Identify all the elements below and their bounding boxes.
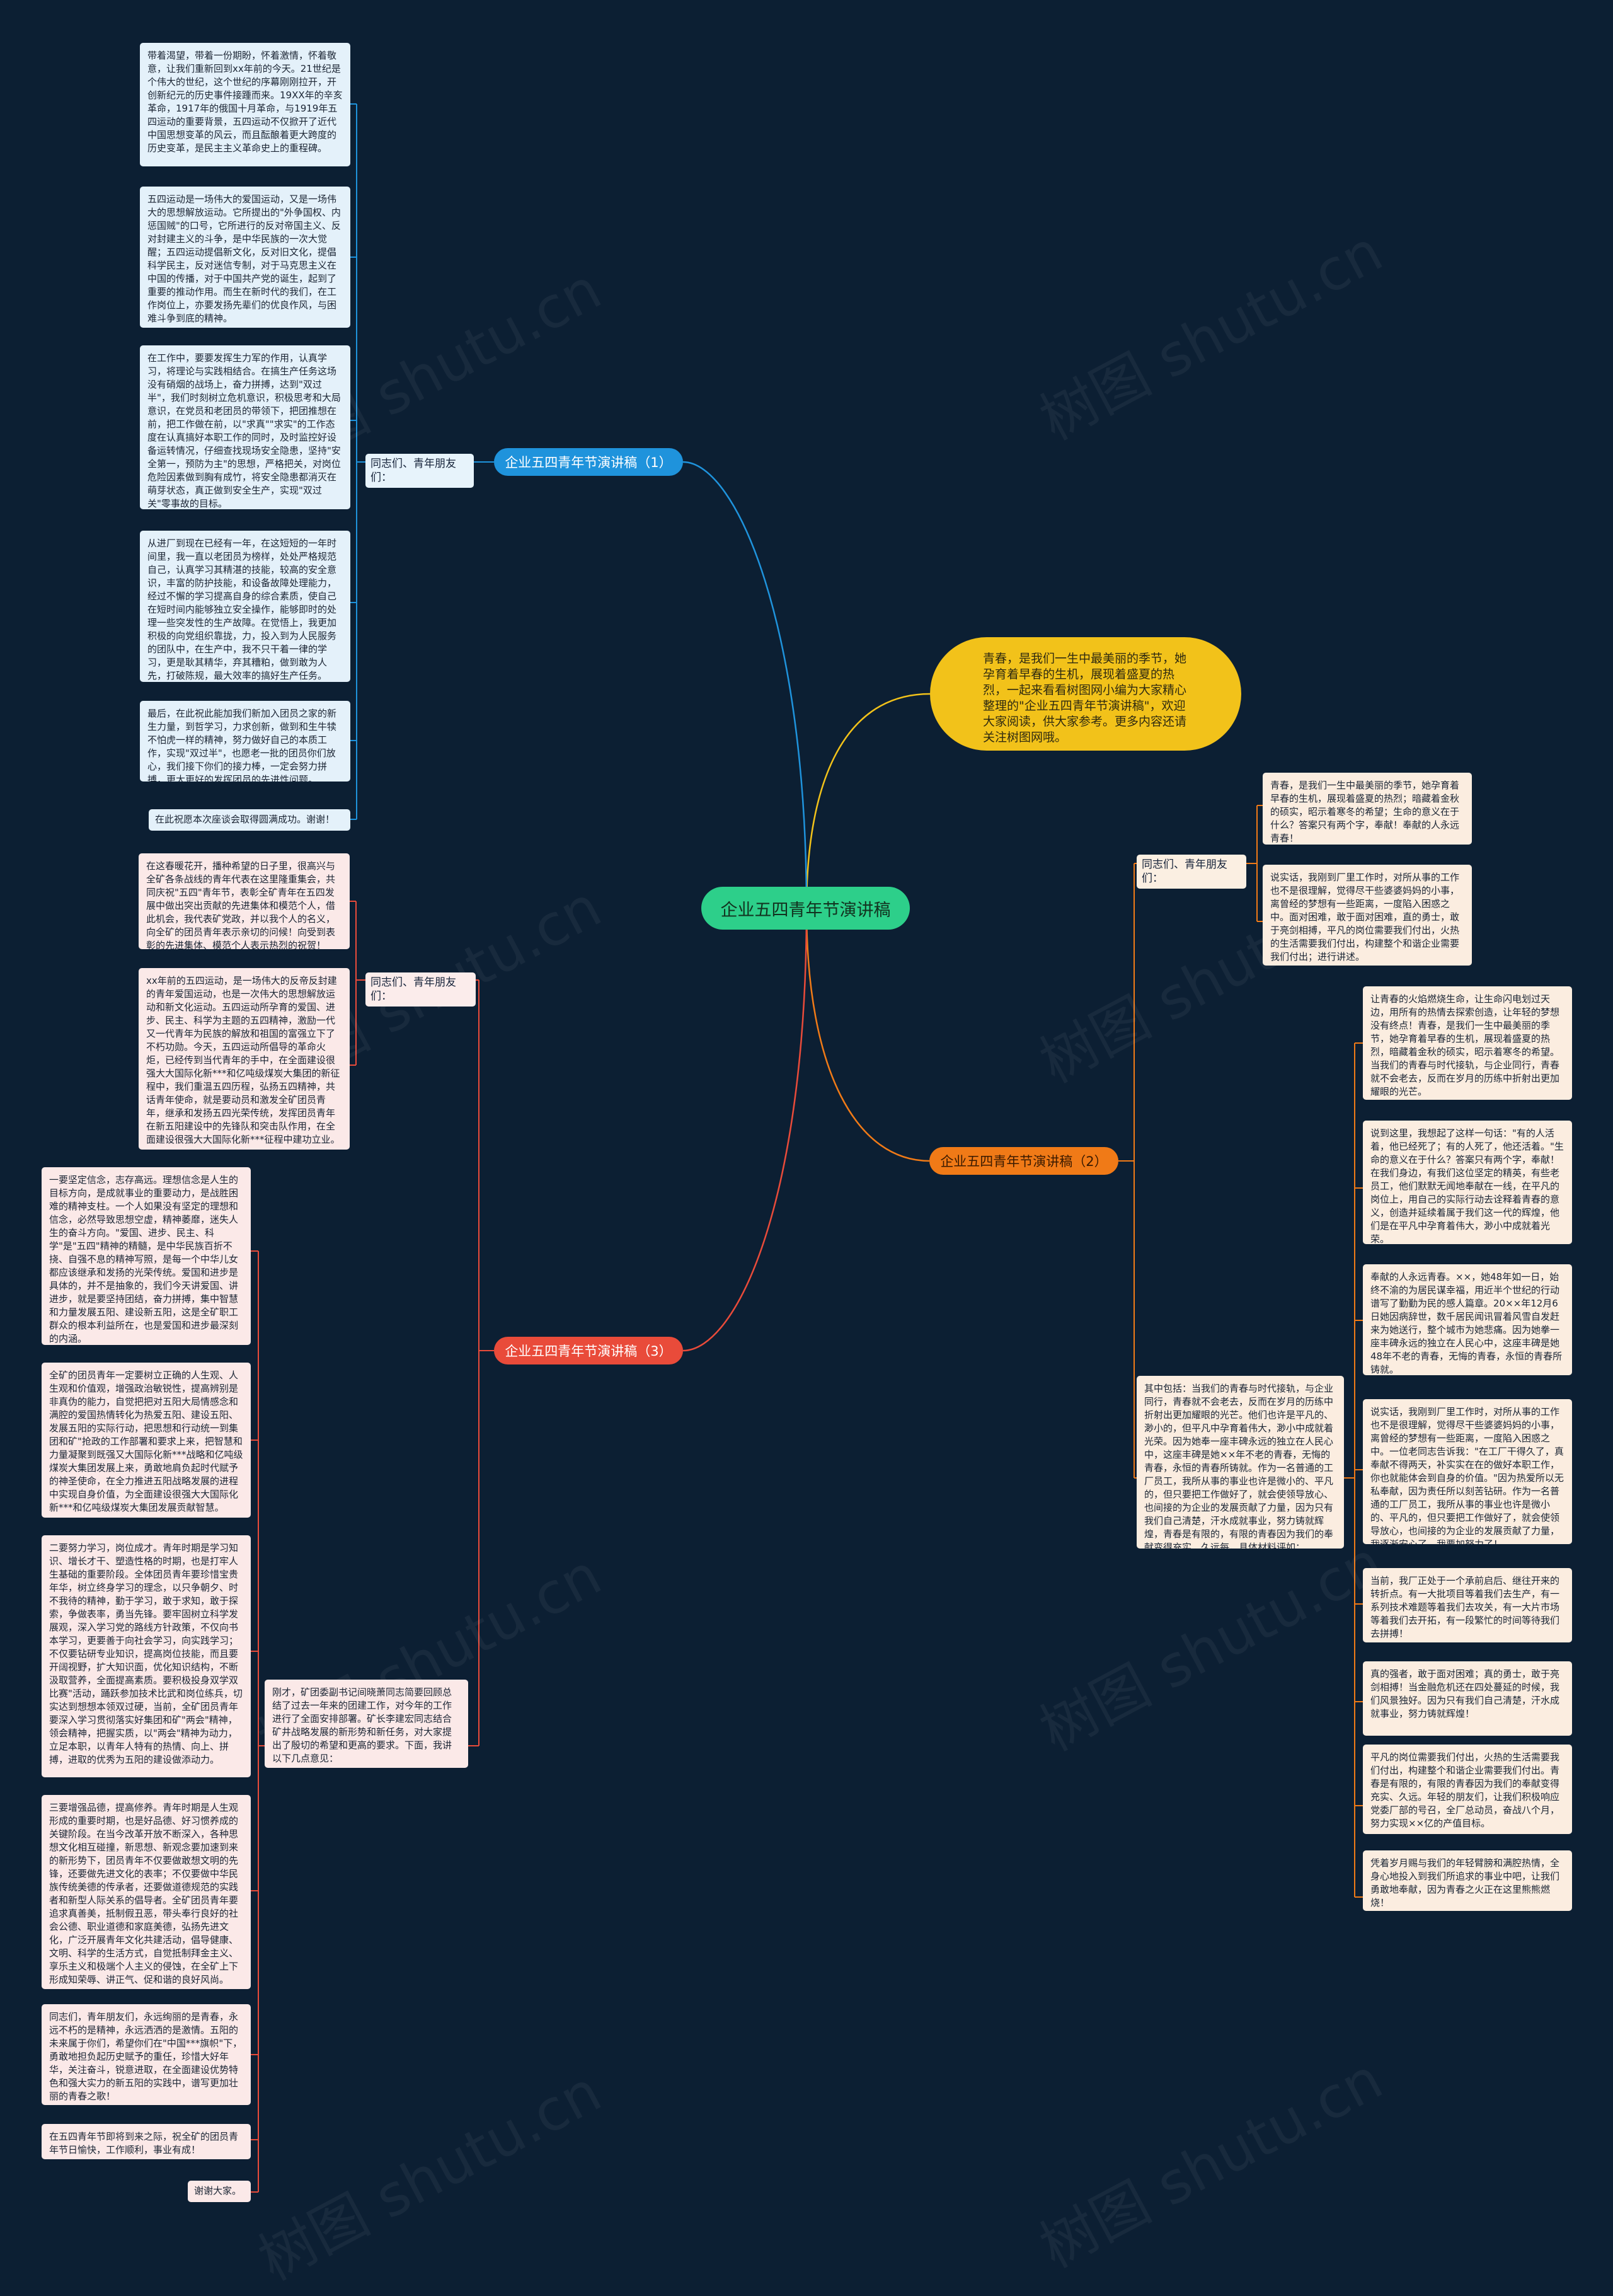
branch-3-title[interactable]: 企业五四青年节演讲稿（3） [494, 1337, 683, 1364]
branch-3-text-5[interactable]: 同志们，青年朋友们，永远绚丽的是青春，永远不朽的是精神，永远洒洒的是激情。五阳的… [42, 2004, 251, 2105]
branch-2-text-2[interactable]: 说到这里，我想起了这样一句话："有的人活着，他已经死了；有的人死了，他还活着。"… [1363, 1121, 1572, 1244]
branch-3-text-top-1[interactable]: 在这春暖花开，播种希望的日子里，很高兴与全矿各条战线的青年代表在这里隆重集会，共… [139, 853, 350, 949]
watermark: 树图 shutu.cn [1030, 1529, 1393, 1765]
branch-1-text-5[interactable]: 最后，在此祝此能加我们新加入团员之家的新生力量，到哲学习，力求创新，做到和生牛犊… [140, 701, 350, 782]
connector-center-branch2 [805, 908, 930, 1162]
branch-2-text-6[interactable]: 真的强者，敢于面对困难；真的勇士，敢于亮剑相搏！当金融危机还在四处蔓延的时候，我… [1363, 1661, 1572, 1736]
branch-1-greeting[interactable]: 同志们、青年朋友们： [365, 454, 474, 488]
branch-2-greeting[interactable]: 同志们、青年朋友们： [1137, 855, 1246, 889]
branch-1-text-3[interactable]: 在工作中，要要发挥生力军的作用，认真学习，将理论与实践相结合。在搞生产任务这场没… [140, 345, 350, 509]
branch-2-text-5[interactable]: 当前，我厂正处于一个承前启后、继往开来的转折点。有一大批项目等着我们去生产，有一… [1363, 1568, 1572, 1642]
connector-center-branch1 [682, 461, 808, 909]
watermark: 树图 shutu.cn [248, 2058, 612, 2294]
branch-2-text-top-2[interactable]: 说实话，我刚到厂里工作时，对所从事的工作也不是很理解，觉得尽干些婆婆妈妈的小事，… [1263, 865, 1472, 966]
branch-3-text-7[interactable]: 谢谢大家。 [188, 2181, 251, 2202]
watermark: 树图 shutu.cn [1030, 2046, 1393, 2282]
branch-3-summary[interactable]: 刚才，矿团委副书记间晓萧同志简要回顾总结了过去一年来的团建工作，对今年的工作进行… [265, 1680, 468, 1768]
branch-2-title[interactable]: 企业五四青年节演讲稿（2） [929, 1147, 1118, 1175]
branch-1-title[interactable]: 企业五四青年节演讲稿（1） [494, 448, 683, 476]
branch-3-text-2[interactable]: 全矿的团员青年一定要树立正确的人生观、人生观和价值观，增强政治敏锐性，提高辨别是… [42, 1363, 251, 1518]
branch-3-text-1[interactable]: 一要坚定信念，志存高远。理想信念是人生的目标方向，是成就事业的重要动力，是战胜困… [42, 1167, 251, 1345]
branch-3-text-3[interactable]: 二要努力学习，岗位成才。青年时期是学习知识、增长才干、塑造性格的时期，也是打牢人… [42, 1535, 251, 1777]
branch-2-text-8[interactable]: 凭着岁月赐与我们的年轻臂膀和满腔热情，全身心地投入到我们所追求的事业中吧，让我们… [1363, 1850, 1572, 1911]
branch-2-summary[interactable]: 其中包括：当我们的青春与时代接轨，与企业同行，青春就不会老去，反而在岁月的历练中… [1137, 1376, 1344, 1549]
branch-2-text-top-1[interactable]: 青春，是我们一生中最美丽的季节，她孕育着早春的生机，展现着盛夏的热烈；暗藏着金秋… [1263, 773, 1472, 845]
branch-2-text-4[interactable]: 说实话，我刚到厂里工作时，对所从事的工作也不是很理解，觉得尽干些婆婆妈妈的小事，… [1363, 1399, 1572, 1544]
connector-center-intro [805, 693, 931, 909]
branch-2-text-7[interactable]: 平凡的岗位需要我们付出，火热的生活需要我们付出，构建整个和谐企业需要我们付出。青… [1363, 1745, 1572, 1834]
branch-3-text-6[interactable]: 在五四青年节即将到来之际，祝全矿的团员青年节日愉快，工作顺利，事业有成！ [42, 2124, 251, 2159]
branch-2-text-1[interactable]: 让青春的火焰燃烧生命，让生命闪电划过天边，用所有的热情去探索创造，让年轻的梦想没… [1363, 986, 1572, 1100]
watermark: 树图 shutu.cn [1030, 218, 1393, 454]
branch-3-greeting[interactable]: 同志们、青年朋友们： [365, 972, 476, 1007]
branch-1-text-6[interactable]: 在此祝愿本次座谈会取得圆满成功。谢谢！ [149, 809, 350, 831]
intro-bubble[interactable]: 青春，是我们一生中最美丽的季节，她孕育着早春的生机，展现着盛夏的热烈，一起来看看… [930, 637, 1241, 751]
branch-1-text-1[interactable]: 带着渴望，带着一份期盼，怀着激情，怀着敬意，让我们重新回到xx年前的今天。21世… [140, 43, 350, 166]
connector-center-branch3 [682, 908, 808, 1352]
branch-2-text-3[interactable]: 奉献的人永远青春。××，她48年如一日，始终不渝的为居民谋幸福，用近半个世纪的行… [1363, 1264, 1572, 1375]
central-topic[interactable]: 企业五四青年节演讲稿 [701, 887, 910, 930]
branch-3-text-top-2[interactable]: xx年前的五四运动，是一场伟大的反帝反封建的青年爱国运动，也是一次伟大的思想解放… [139, 968, 350, 1150]
branch-3-text-4[interactable]: 三要增强品德，提高修养。青年时期是人生观形成的重要时期，也是好品德、好习惯养成的… [42, 1795, 251, 1989]
branch-1-text-4[interactable]: 从进厂到现在已经有一年，在这短短的一年时间里，我一直以老团员为榜样，处处严格规范… [140, 531, 350, 682]
branch-1-text-2[interactable]: 五四运动是一场伟大的爱国运动，又是一场伟大的思想解放运动。它所提出的"外争国权、… [140, 187, 350, 328]
